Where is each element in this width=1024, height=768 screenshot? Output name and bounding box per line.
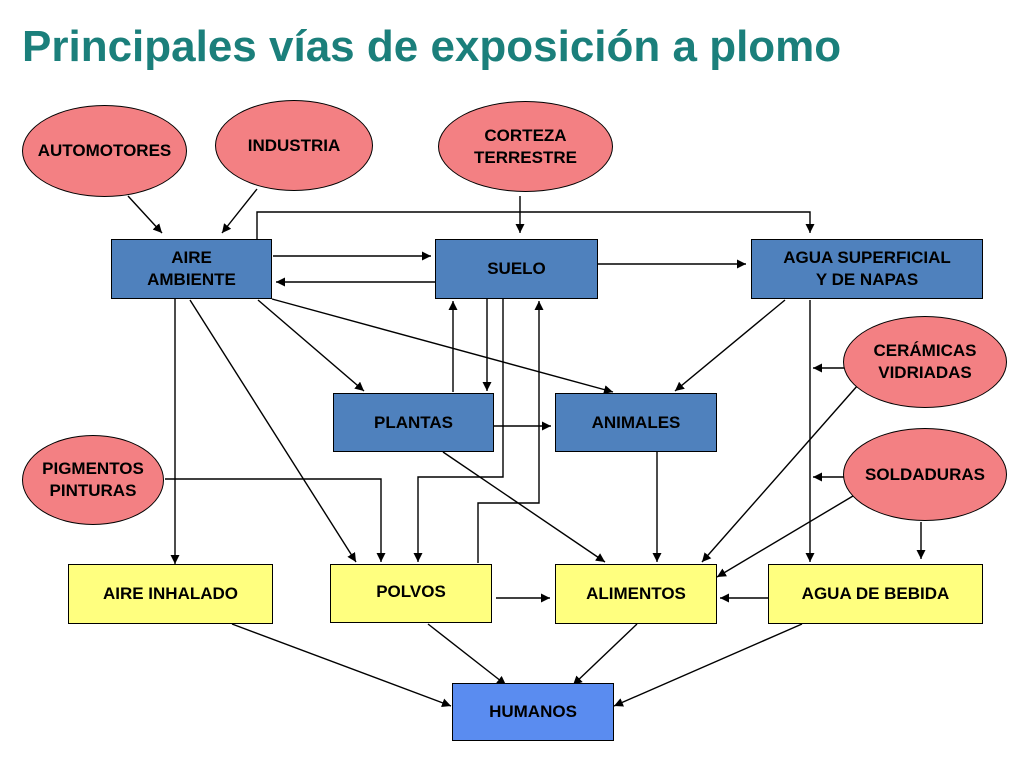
- medium-suelo: SUELO: [435, 239, 598, 299]
- medium-aire-ambiente: AIRE AMBIENTE: [111, 239, 272, 299]
- arrow-suelo-polvos: [413, 299, 504, 562]
- source-industria: INDUSTRIA: [215, 100, 373, 191]
- arrow-soldaduras-alimentos: [716, 495, 854, 578]
- arrow-aire-plantas: [257, 299, 365, 392]
- arrow-bebida-humanos: [613, 623, 803, 707]
- exposure-agua-de-bebida: AGUA DE BEBIDA: [768, 564, 983, 624]
- arrow-aire-polvos: [189, 299, 357, 563]
- source-corteza-terrestre: CORTEZA TERRESTRE: [438, 101, 613, 192]
- source-ceramicas-vidriadas: CERÁMICAS VIDRIADAS: [843, 316, 1007, 408]
- arrow-alimentos-humanos: [572, 623, 638, 686]
- arrow-automotores-aire: [127, 195, 163, 234]
- arrow-aire-agua: [256, 211, 815, 240]
- medium-animales: ANIMALES: [555, 393, 717, 452]
- source-soldaduras: SOLDADURAS: [843, 428, 1007, 521]
- exposure-aire-inhalado: AIRE INHALADO: [68, 564, 273, 624]
- source-automotores: AUTOMOTORES: [22, 105, 187, 197]
- exposure-polvos: POLVOS: [330, 564, 492, 623]
- target-humanos: HUMANOS: [452, 683, 614, 741]
- medium-agua-superficial: AGUA SUPERFICIAL Y DE NAPAS: [751, 239, 983, 299]
- arrow-ceramicas-alimentos: [701, 384, 859, 563]
- arrow-pigmentos-polvos: [165, 478, 386, 562]
- arrow-plantas-alimentos: [442, 451, 606, 563]
- exposure-alimentos: ALIMENTOS: [555, 564, 717, 624]
- medium-plantas: PLANTAS: [333, 393, 494, 452]
- source-pigmentos-pinturas: PIGMENTOS PINTURAS: [22, 435, 164, 525]
- arrow-polvos-humanos: [427, 623, 507, 686]
- page-title: Principales vías de exposición a plomo: [22, 22, 842, 71]
- arrow-aire-animales: [271, 298, 614, 394]
- arrow-inhalado-humanos: [231, 623, 452, 708]
- arrow-industria-aire: [221, 188, 258, 234]
- arrow-polvos-suelo: [477, 301, 544, 563]
- arrow-agua-animales: [674, 299, 786, 392]
